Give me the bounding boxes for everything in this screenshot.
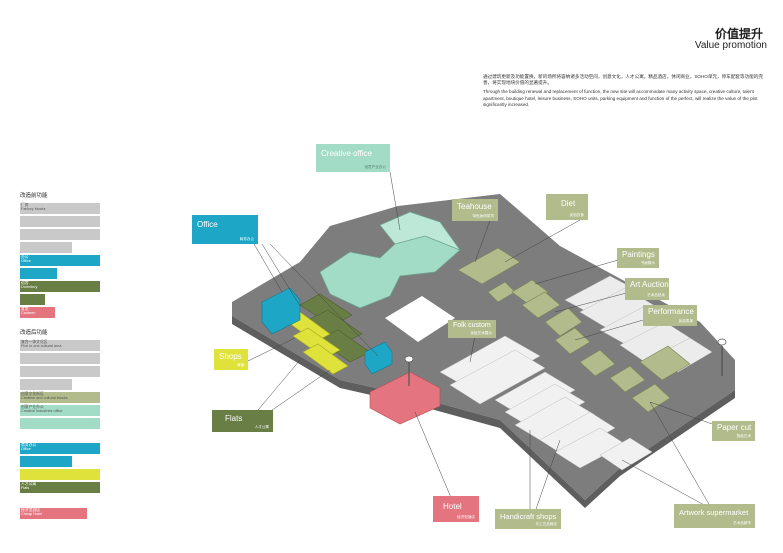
- callout-label: Teahouse: [457, 202, 492, 211]
- legend-after-item: [20, 456, 72, 467]
- callout-teahouse: Teahouse 特色休闲茶坊: [452, 199, 498, 221]
- central-plaza: [385, 296, 455, 342]
- callout-label: Performance: [648, 307, 694, 316]
- description-english: Through the building renewal and replace…: [483, 89, 758, 107]
- legend-before-item: [20, 229, 100, 240]
- callout-creative-office: Creative office 创意产业办公: [316, 144, 390, 172]
- flats-buildings: [299, 293, 371, 363]
- legend-after-title: 改造后功能: [20, 330, 48, 336]
- lamp-post: [404, 355, 414, 386]
- callout-label: Creative office: [321, 149, 372, 158]
- white-blocks-south: [439, 335, 653, 471]
- callout-sublabel: 剪纸艺术: [736, 434, 751, 438]
- callout-folk-custom: Folk custom 民俗艺术展示: [448, 320, 496, 338]
- callout-sublabel: 经济型酒店: [457, 515, 475, 519]
- callout-sublabel: 艺术品拍卖: [647, 293, 665, 297]
- title-english: Value promotion: [694, 40, 767, 51]
- creative-office-buildings: [319, 211, 461, 309]
- callout-sublabel: 商铺: [236, 363, 244, 367]
- callout-label: Paper cut: [717, 423, 752, 432]
- callout-label: Paintings: [622, 250, 655, 259]
- callout-diet: Diet 民俗饮食: [546, 194, 588, 220]
- callout-shops: Shops 商铺: [214, 349, 248, 370]
- callout-sublabel: 民俗饮食: [569, 213, 584, 217]
- callout-sublabel: 创意产业办公: [364, 165, 386, 169]
- callout-artwork-supermarket: Artwork supermarket 艺术品超市: [674, 504, 755, 528]
- description: 通过建筑更新及功能置换，新的场所将容纳诸多活动空间，创意文化，人才公寓，精品酒店…: [483, 74, 768, 111]
- callout-label: Hotel: [443, 502, 462, 511]
- callout-paper-cut: Paper cut 剪纸艺术: [712, 421, 755, 441]
- legend-before-item: [20, 268, 57, 279]
- callout-label: Office: [197, 220, 218, 229]
- creative-cultural-buildings: [457, 247, 691, 413]
- callout-sublabel: 民俗表演: [678, 319, 693, 323]
- callout-label: Shops: [219, 352, 242, 361]
- callout-flats: Flats 人才公寓: [212, 410, 273, 432]
- legend-before-item: [20, 216, 100, 227]
- callout-art-auction: Art Auction 艺术品拍卖: [625, 278, 669, 300]
- description-chinese: 通过建筑更新及功能置换，新的场所将容纳诸多活动空间，创意文化，人才公寓，精品酒店…: [483, 74, 763, 86]
- callout-sublabel: 商务办公: [239, 237, 254, 241]
- callout-sublabel: 特色休闲茶坊: [472, 214, 494, 218]
- office-buildings: [261, 287, 393, 375]
- callout-performance: Performance 民俗表演: [643, 305, 697, 326]
- callout-sublabel: 书画展示: [640, 261, 655, 265]
- callout-office: Office 商务办公: [192, 215, 258, 244]
- lamp-post: [717, 338, 727, 376]
- title-chinese: 价值提升: [714, 27, 763, 41]
- callout-label: Flats: [225, 414, 243, 423]
- callout-sublabel: 人才公寓: [254, 425, 269, 429]
- legend-before-item: [20, 294, 45, 305]
- legend-after-item: [20, 379, 72, 390]
- callout-label: Diet: [561, 199, 576, 208]
- legend-before-item: [20, 242, 72, 253]
- callout-hotel: Hotel 经济型酒店: [433, 496, 479, 522]
- callout-label: Artwork supermarket: [679, 508, 749, 517]
- legend-after-item: [20, 418, 100, 429]
- callout-label: Handicraft shops: [500, 512, 557, 521]
- callout-sublabel: 手工艺品商店: [535, 522, 557, 526]
- callout-label: Folk custom: [453, 322, 491, 329]
- callout-sublabel: 艺术品超市: [733, 521, 751, 525]
- callout-paintings: Paintings 书画展示: [617, 248, 659, 268]
- callout-sublabel: 民俗艺术展示: [470, 331, 492, 335]
- callout-handicraft-shops: Handicraft shops 手工艺品商店: [495, 509, 561, 529]
- legend-after-item: [20, 353, 100, 364]
- legend-after-item: [20, 366, 100, 377]
- callout-label: Art Auction: [630, 280, 669, 289]
- hotel-building: [369, 371, 441, 425]
- legend-before-title: 改造前功能: [20, 193, 48, 199]
- legend-after-item: [20, 469, 100, 480]
